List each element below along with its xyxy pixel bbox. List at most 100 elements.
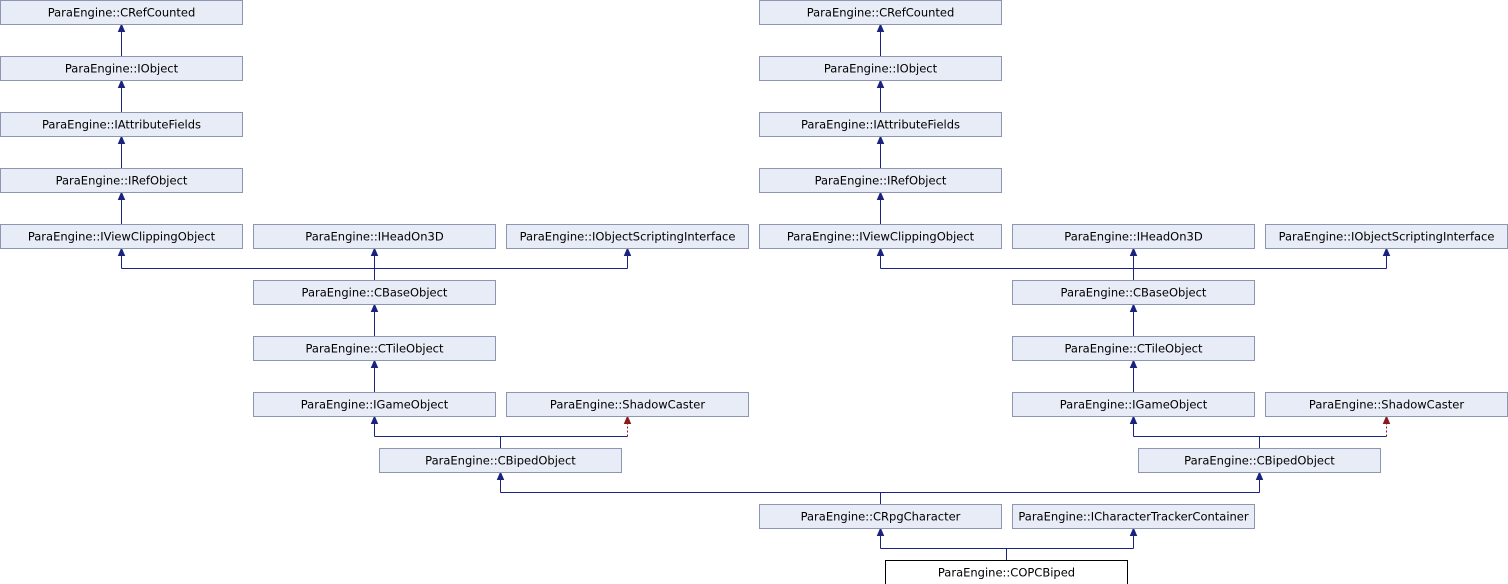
arrow-icon <box>1129 527 1138 536</box>
arrow-icon <box>370 359 379 368</box>
node-r-cbipedobject[interactable]: ParaEngine::CBipedObject <box>1138 448 1381 473</box>
node-label: ParaEngine::CBipedObject <box>1184 454 1335 468</box>
arrow-icon <box>1382 247 1391 256</box>
arrow-icon <box>623 247 632 256</box>
node-label: ParaEngine::CBipedObject <box>425 454 576 468</box>
node-r-igameobject[interactable]: ParaEngine::IGameObject <box>1012 392 1255 417</box>
node-l-ctileobject[interactable]: ParaEngine::CTileObject <box>253 336 496 361</box>
node-l-iattributefields[interactable]: ParaEngine::IAttributeFields <box>0 112 243 137</box>
arrow-icon <box>1129 359 1138 368</box>
node-label: ParaEngine::CRpgCharacter <box>801 510 961 524</box>
node-r-iviewclipping[interactable]: ParaEngine::IViewClippingObject <box>759 224 1002 249</box>
arrow-icon <box>1255 471 1264 480</box>
arrow-icon <box>117 191 126 200</box>
node-label: ParaEngine::IHeadOn3D <box>1064 230 1203 244</box>
node-box <box>1265 392 1508 417</box>
arrow-icon <box>1129 415 1138 424</box>
node-box <box>759 0 1002 25</box>
node-label: ParaEngine::IObjectScriptingInterface <box>520 230 736 244</box>
node-box <box>379 448 622 473</box>
node-l-crefcounted[interactable]: ParaEngine::CRefCounted <box>0 0 243 25</box>
arrow-icon <box>1129 303 1138 312</box>
node-box <box>253 224 496 249</box>
arrow-icon <box>876 79 885 88</box>
node-l-iheadon3d[interactable]: ParaEngine::IHeadOn3D <box>253 224 496 249</box>
node-label: ParaEngine::ShadowCaster <box>550 398 705 412</box>
node-box <box>1138 448 1381 473</box>
node-box <box>253 336 496 361</box>
node-box <box>759 56 1002 81</box>
node-l-irefobject[interactable]: ParaEngine::IRefObject <box>0 168 243 193</box>
arrow-icon <box>496 471 505 480</box>
arrow-icon <box>623 415 632 424</box>
node-box <box>1012 392 1255 417</box>
node-box <box>1012 336 1255 361</box>
arrow-icon <box>370 303 379 312</box>
node-l-iobjectscripting[interactable]: ParaEngine::IObjectScriptingInterface <box>506 224 749 249</box>
arrow-icon <box>117 247 126 256</box>
node-r-iattributefields[interactable]: ParaEngine::IAttributeFields <box>759 112 1002 137</box>
node-r-iheadon3d[interactable]: ParaEngine::IHeadOn3D <box>1012 224 1255 249</box>
node-r-ctileobject[interactable]: ParaEngine::CTileObject <box>1012 336 1255 361</box>
node-copcbiped[interactable]: ParaEngine::COPCBiped <box>885 560 1128 584</box>
node-label: ParaEngine::IAttributeFields <box>42 118 201 132</box>
node-r-irefobject[interactable]: ParaEngine::IRefObject <box>759 168 1002 193</box>
arrow-icon <box>1382 415 1391 424</box>
node-box <box>1265 224 1508 249</box>
node-l-cbaseobject[interactable]: ParaEngine::CBaseObject <box>253 280 496 305</box>
node-label: ParaEngine::COPCBiped <box>938 566 1075 580</box>
node-label: ParaEngine::IRefObject <box>56 174 188 188</box>
arrow-icon <box>876 527 885 536</box>
node-l-iviewclipping[interactable]: ParaEngine::IViewClippingObject <box>0 224 243 249</box>
node-box <box>506 224 749 249</box>
node-r-iobject[interactable]: ParaEngine::IObject <box>759 56 1002 81</box>
node-box <box>885 560 1128 584</box>
node-label: ParaEngine::CBaseObject <box>302 286 448 300</box>
node-r-cbaseobject[interactable]: ParaEngine::CBaseObject <box>1012 280 1255 305</box>
arrow-icon <box>117 23 126 32</box>
node-label: ParaEngine::IObject <box>65 62 179 76</box>
arrow-icon <box>876 247 885 256</box>
node-r-crefcounted[interactable]: ParaEngine::CRefCounted <box>759 0 1002 25</box>
node-l-igameobject[interactable]: ParaEngine::IGameObject <box>253 392 496 417</box>
node-label: ParaEngine::CTileObject <box>305 342 444 356</box>
node-label: ParaEngine::CRefCounted <box>807 6 955 20</box>
node-box <box>1012 504 1255 529</box>
arrow-icon <box>876 191 885 200</box>
node-box <box>253 280 496 305</box>
arrow-icon <box>117 135 126 144</box>
node-label: ParaEngine::IViewClippingObject <box>787 230 975 244</box>
node-label: ParaEngine::IObjectScriptingInterface <box>1279 230 1495 244</box>
node-icharactertracker[interactable]: ParaEngine::ICharacterTrackerContainer <box>1012 504 1255 529</box>
node-box <box>0 224 243 249</box>
arrow-icon <box>876 23 885 32</box>
edges-layer <box>117 23 1391 561</box>
node-l-cbipedobject[interactable]: ParaEngine::CBipedObject <box>379 448 622 473</box>
arrow-icon <box>370 415 379 424</box>
node-label: ParaEngine::ICharacterTrackerContainer <box>1018 510 1249 524</box>
node-label: ParaEngine::CBaseObject <box>1061 286 1207 300</box>
node-label: ParaEngine::IObject <box>824 62 938 76</box>
arrow-icon <box>1129 247 1138 256</box>
node-box <box>759 112 1002 137</box>
node-r-shadowcaster[interactable]: ParaEngine::ShadowCaster <box>1265 392 1508 417</box>
arrow-icon <box>370 247 379 256</box>
node-label: ParaEngine::ShadowCaster <box>1309 398 1464 412</box>
node-box <box>759 168 1002 193</box>
node-label: ParaEngine::IRefObject <box>815 174 947 188</box>
arrow-icon <box>876 135 885 144</box>
arrow-icon <box>117 79 126 88</box>
node-label: ParaEngine::IAttributeFields <box>801 118 960 132</box>
node-box <box>759 504 1002 529</box>
node-box <box>1012 280 1255 305</box>
node-label: ParaEngine::CTileObject <box>1064 342 1203 356</box>
node-label: ParaEngine::IGameObject <box>1060 398 1208 412</box>
node-l-iobject[interactable]: ParaEngine::IObject <box>0 56 243 81</box>
node-box <box>759 224 1002 249</box>
node-box <box>506 392 749 417</box>
node-r-iobjectscripting[interactable]: ParaEngine::IObjectScriptingInterface <box>1265 224 1508 249</box>
node-l-shadowcaster[interactable]: ParaEngine::ShadowCaster <box>506 392 749 417</box>
node-crpgcharacter[interactable]: ParaEngine::CRpgCharacter <box>759 504 1002 529</box>
